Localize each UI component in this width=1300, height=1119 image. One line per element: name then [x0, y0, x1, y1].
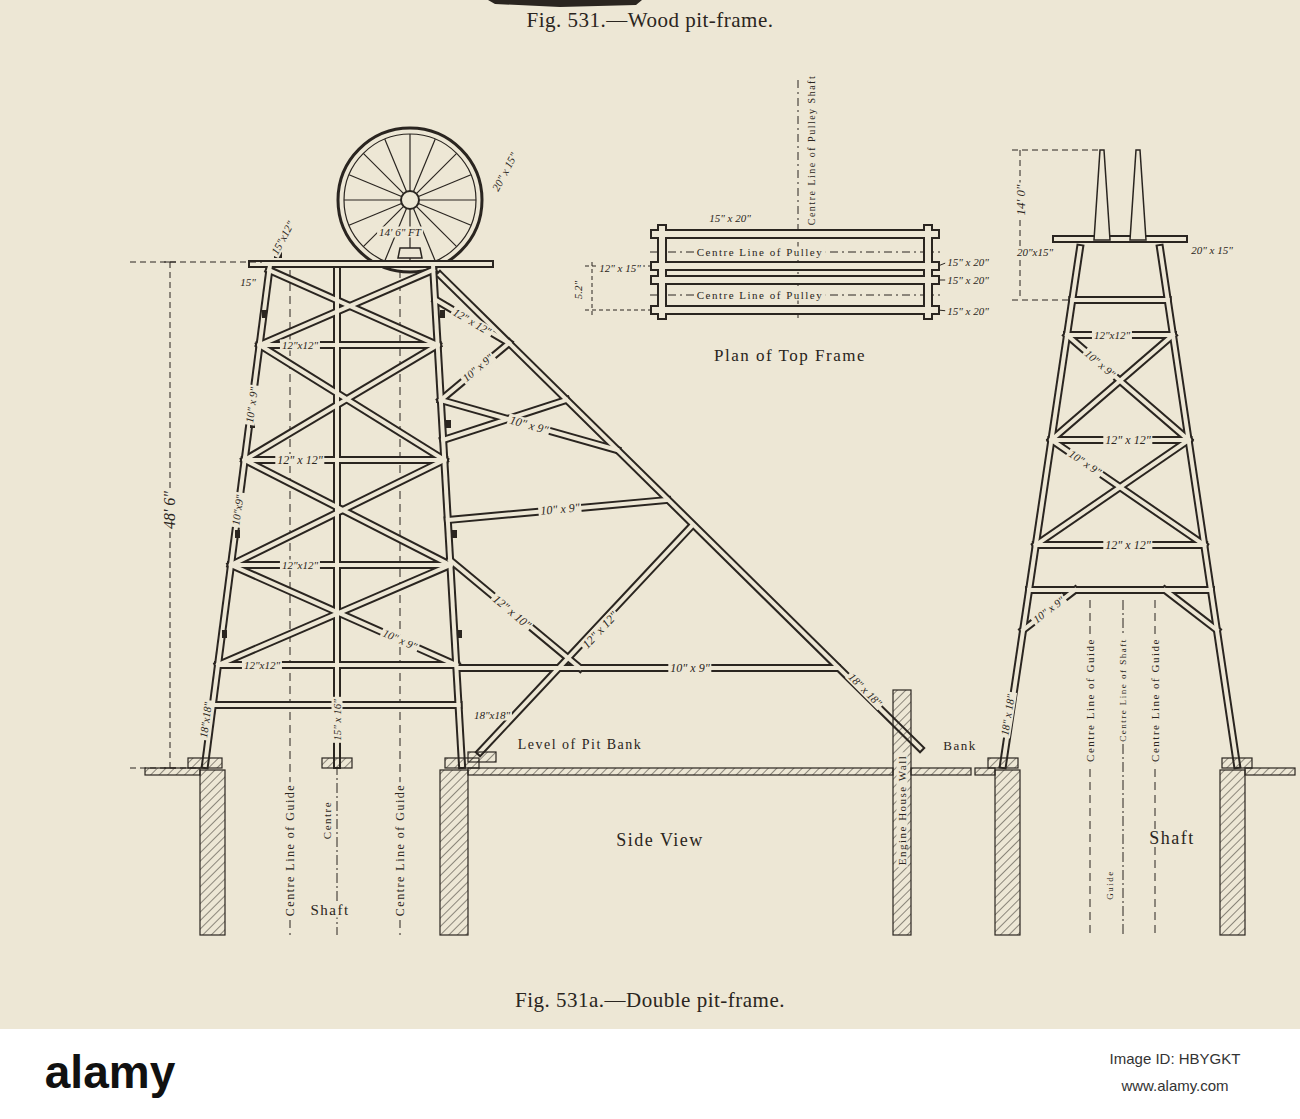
dimension-label: 12" x 15": [597, 263, 643, 274]
dimension-label: 10"x9": [230, 492, 246, 528]
dimension-label: 12" x 12": [1103, 434, 1152, 446]
dimension-label: 10" x 9": [506, 413, 551, 436]
view-label: Guide: [1106, 868, 1115, 902]
dimension-label: 20"x15": [1015, 247, 1055, 258]
watermark-text: www.alamy.com: [1119, 1078, 1230, 1093]
dimension-label: 18"x18": [198, 699, 214, 740]
dimension-label: 15" x 20": [945, 257, 991, 268]
dimension-label: 10" x 9": [1030, 594, 1069, 627]
view-label: Engine House Wall: [897, 753, 908, 868]
dimension-label: 15" x 20": [945, 306, 991, 317]
view-label: Level of Pit Bank: [516, 738, 645, 752]
dimension-label: 12" x 12": [275, 454, 324, 466]
dimension-label: 10" x 9": [459, 351, 497, 385]
dimension-label: 12"x12": [280, 560, 320, 571]
view-label: Shaft: [308, 903, 351, 918]
dimension-label: 15" x 20": [945, 275, 991, 286]
dimension-label: 10" x 9": [1081, 347, 1118, 382]
dimension-label: 12" x 12": [579, 608, 621, 652]
dimension-label: 18" x 18": [845, 670, 885, 710]
dimension-label: 20" x 15": [1189, 245, 1235, 256]
centre-lines: [290, 80, 1155, 935]
dimension-label: 48' 6": [162, 489, 178, 531]
view-label: Centre Line of Guide: [1085, 636, 1096, 764]
figure-caption: Fig. 531a.—Double pit-frame.: [513, 990, 787, 1011]
view-label: Side View: [614, 831, 706, 849]
dimension-label: 14' 6" FT: [377, 227, 423, 238]
watermark-strip: [0, 1029, 1300, 1119]
timber-members: [205, 229, 1237, 765]
figure-caption: Fig. 531.—Wood pit-frame.: [524, 10, 775, 31]
dimension-label: 10" x 9": [244, 384, 260, 425]
view-label: Shaft: [1147, 829, 1197, 847]
dimension-label: 15"x12": [269, 218, 298, 259]
view-label: Centre Line of Pulley: [695, 247, 826, 258]
dimension-label: 15": [238, 277, 258, 288]
view-label: Centre: [322, 799, 333, 841]
dimension-label: 15" x 20": [707, 213, 753, 224]
dimension-label: 12" x 12": [449, 306, 494, 338]
dimension-label: 18"x18": [472, 710, 512, 721]
bolts: [222, 252, 462, 638]
pulley-edge: [1094, 150, 1146, 240]
dimension-label: 12" x 12": [1103, 539, 1152, 551]
view-label: Centre Line of Guide: [394, 782, 406, 918]
dimension-label: 10" x 9": [1065, 447, 1104, 479]
figure-remnant: [488, 0, 642, 7]
view-label: Plan of Top Frame: [712, 347, 868, 364]
dimension-label: 10" x 9": [538, 501, 582, 517]
dimension-label: 12" x 10": [489, 592, 535, 633]
dimension-label: 20" x 15": [489, 149, 520, 194]
dimension-label: 14' 0": [1014, 183, 1027, 218]
watermark-text: Image ID: HBYGKT: [1108, 1051, 1243, 1066]
view-label: Centre Line of Pulley: [695, 290, 826, 301]
dimension-label: 10" x 9": [668, 662, 711, 674]
view-label: Centre Line of Guide: [1150, 636, 1161, 764]
view-label: Bank: [941, 739, 978, 752]
sheave-wheel: [338, 128, 482, 272]
watermark-logo: alamy: [43, 1049, 177, 1095]
view-label: Centre Line of Pulley Shaft: [807, 73, 817, 227]
dimension-label: 15" x 16": [332, 697, 343, 743]
dimension-label: 12"x12": [280, 340, 320, 351]
dimension-label: 12"x12": [1092, 330, 1132, 341]
dimension-label: 10" x 9": [379, 627, 420, 653]
view-label: Centre Line of Guide: [284, 782, 296, 918]
dimension-label: 12"x12": [242, 660, 282, 671]
dimension-label: 18" x 18": [999, 692, 1017, 739]
dimension-lines: [130, 150, 1100, 768]
view-label: Centre Line of Shaft: [1119, 636, 1128, 744]
dimension-label: 5.2": [573, 279, 584, 301]
bearing-block: [398, 248, 422, 258]
